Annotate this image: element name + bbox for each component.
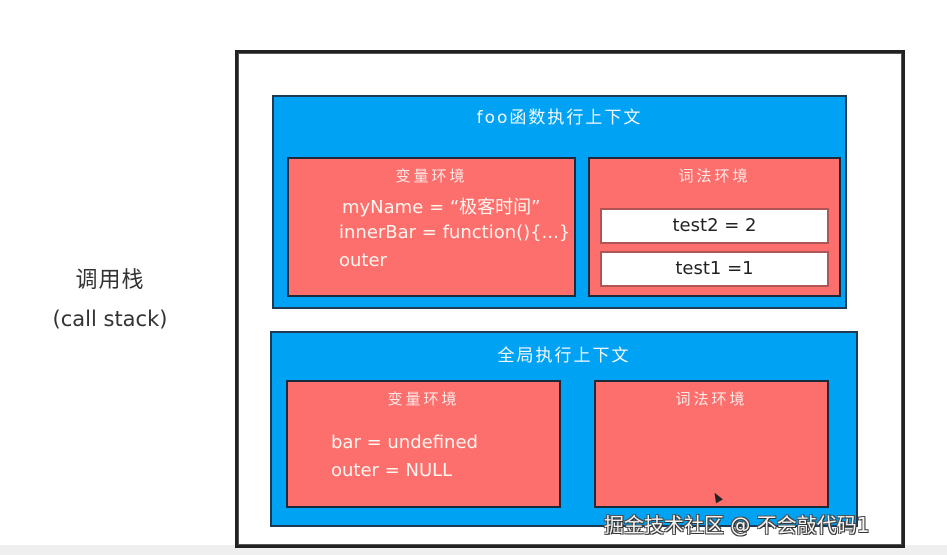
- call-stack-label-zh: 调用栈: [75, 268, 145, 293]
- foo-lexical-env-title: 词法环境: [678, 167, 751, 185]
- foo-variable-env-title: 变量环境: [395, 167, 468, 185]
- global-execution-context: 全局执行上下文 变量环境 bar = undefined outer = NUL…: [270, 331, 858, 527]
- lexical-cell-test1: test1 =1: [600, 251, 829, 287]
- foo-variable-environment: 变量环境 myName = “极客时间” innerBar = function…: [287, 157, 576, 297]
- global-lexical-environment: 词法环境: [594, 380, 829, 508]
- foo-lexical-environment: 词法环境 test2 = 2 test1 =1: [588, 157, 841, 297]
- global-context-title: 全局执行上下文: [497, 346, 631, 366]
- bottom-strip: [0, 545, 947, 555]
- foo-context-title: foo函数执行上下文: [476, 108, 643, 128]
- global-variable-env-title: 变量环境: [387, 390, 460, 408]
- global-variable-environment: 变量环境 bar = undefined outer = NULL: [286, 380, 561, 508]
- var-bar: bar = undefined: [331, 432, 478, 453]
- call-stack-label-en: (call stack): [52, 307, 168, 331]
- call-stack-label: 调用栈 (call stack): [20, 266, 200, 334]
- var-outer: outer: [339, 250, 387, 271]
- lexical-cell-test2: test2 = 2: [600, 208, 829, 244]
- foo-execution-context: foo函数执行上下文 变量环境 myName = “极客时间” innerBar…: [272, 95, 847, 309]
- global-lexical-env-title: 词法环境: [675, 390, 748, 408]
- var-innerbar: innerBar = function(){...}: [339, 222, 571, 243]
- watermark: 掘金技术社区 @ 不会敲代码1: [604, 513, 870, 537]
- var-outer-null: outer = NULL: [331, 460, 453, 481]
- var-myname: myName = “极客时间”: [342, 197, 541, 218]
